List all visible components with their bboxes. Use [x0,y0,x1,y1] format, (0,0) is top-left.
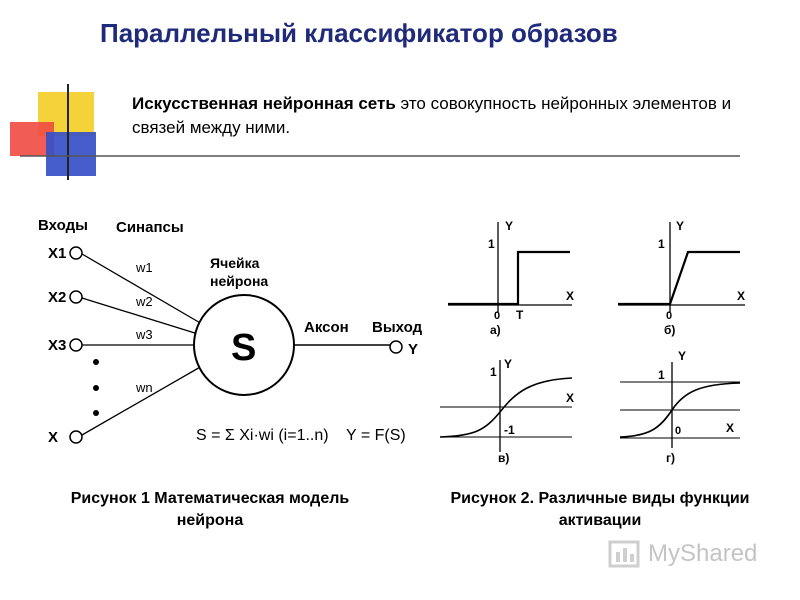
synapse-line-n [81,365,203,436]
weight-label-2: w2 [135,294,153,309]
plot-b-origin: 0 [666,310,672,322]
cell-label-2: нейрона [210,273,268,289]
weight-label-n: wn [135,380,153,395]
watermark-logo-icon [608,540,640,568]
input-label-3: X3 [48,337,66,354]
intro-term: Искусственная нейронная сеть [132,94,396,113]
plot-g-origin: 0 [675,425,681,437]
plot-v-tick-y: 1 [490,365,497,379]
plot-v-x: X [566,391,574,405]
plot-v-y: Y [504,357,512,371]
plot-a-tick-y: 1 [488,237,495,251]
intro-text: Искусственная нейронная сеть это совокуп… [132,92,752,140]
plot-ramp [618,222,745,312]
input-node-n [69,430,83,444]
plot-g-x: X [726,421,734,435]
plot-b-x: X [737,289,745,303]
plot-a-x: X [566,289,574,303]
decorative-corner-blocks [10,84,740,180]
axon-label: Аксон [304,319,349,336]
input-node-1 [69,246,83,260]
plot-v-label: в) [498,451,509,465]
plot-b-y: Y [676,219,684,233]
inputs-label: Входы [38,217,88,234]
input-label-n: X [48,429,58,446]
plot-a-origin: 0 [494,310,500,322]
plot-a-tick-x: T [516,308,524,322]
plot-b-tick-y: 1 [658,237,665,251]
weight-label-1: w1 [135,260,153,275]
plot-sigmoid [619,362,741,448]
plot-a-y: Y [505,219,513,233]
ellipsis-dot [93,385,99,391]
ellipsis-dot [93,359,99,365]
synapses-label: Синапсы [116,219,184,236]
input-node-2 [69,290,83,304]
input-label-2: X2 [48,289,66,306]
synapse-line-1 [81,253,203,325]
ellipsis-dot [93,410,99,416]
figure-1-caption: Рисунок 1 Математическая модель нейрона [70,490,350,529]
watermark-text: MyShared [648,540,758,567]
soma-symbol: S [231,327,256,369]
input-node-3 [69,338,83,352]
weight-label-3: w3 [135,327,153,342]
slide-title: Параллельный классификатор образов [100,18,618,48]
plot-step [448,222,572,312]
plot-g-label: г) [666,451,675,465]
output-node [389,340,403,354]
output-symbol: Y [408,341,418,358]
cell-label-1: Ячейка [210,255,260,271]
plot-b-label: б) [664,323,675,337]
sum-formula: S = Σ Xi·wi (i=1..n) [196,427,329,444]
plot-v-tick-neg: -1 [504,423,515,437]
input-label-1: X1 [48,245,66,262]
plot-g-y: Y [678,349,686,363]
figure-2-caption: Рисунок 2. Различные виды функции актива… [450,490,750,529]
activation-formula: Y = F(S) [346,427,406,444]
synapse-line-2 [81,297,199,335]
plot-g-tick-y: 1 [658,368,665,382]
neuron-model-diagram: Входы Синапсы Ячейка нейрона X1 X2 X3 X … [38,217,745,465]
intro-definition: это совокупность нейронных элементов и с… [132,94,732,137]
output-label: Выход [372,319,423,336]
plot-a-label: а) [490,323,501,337]
plot-tanh [439,360,573,452]
